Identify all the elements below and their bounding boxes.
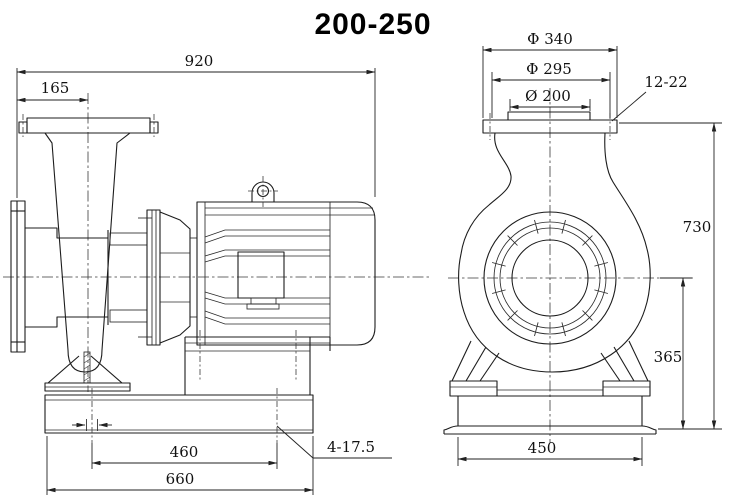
drawing-title: 200-250 (314, 8, 431, 41)
suction-flange-front (483, 211, 617, 345)
motor (196, 176, 376, 346)
bearing-bracket (159, 211, 197, 344)
front-view: Φ 340 Φ 295 Ø 200 12-22 730 365 (443, 30, 722, 466)
terminal-box (237, 251, 285, 310)
dim-center-height: 365 (654, 348, 683, 366)
front-base (443, 389, 657, 435)
casing-flange (138, 209, 161, 346)
suction-pipe (25, 227, 108, 328)
casing (107, 230, 148, 325)
bolt-ticks (491, 219, 609, 337)
discharge-taper (44, 132, 131, 373)
pump-foot (44, 351, 131, 392)
baseplate (44, 388, 314, 443)
suction-flange (10, 200, 26, 353)
dim-discharge-offset: 165 (41, 79, 70, 97)
dim-overall-length: 920 (185, 52, 214, 70)
dim-flange-od: Φ 340 (527, 30, 573, 48)
dim-base-width: 450 (528, 439, 557, 457)
dim-bolt-circle: Φ 295 (526, 60, 572, 78)
motor-support (184, 330, 331, 395)
motor-fins (204, 229, 330, 325)
dim-bolt-spacing: 460 (170, 443, 199, 461)
front-view-dimensions: Φ 340 Φ 295 Ø 200 12-22 730 365 (457, 30, 722, 466)
discharge-flange (18, 114, 159, 137)
dim-total-height: 730 (683, 218, 712, 236)
dim-base-length: 660 (166, 470, 195, 488)
side-view-dimensions: 920 165 460 660 4-17.5 (16, 52, 392, 495)
volute-outline (458, 132, 651, 373)
dim-foundation-holes: 4-17.5 (327, 438, 375, 456)
dim-flange-holes: 12-22 (644, 73, 687, 91)
side-view: 920 165 460 660 4-17.5 (3, 52, 432, 495)
dim-bore: Ø 200 (525, 87, 571, 105)
lifting-eye (248, 176, 278, 207)
